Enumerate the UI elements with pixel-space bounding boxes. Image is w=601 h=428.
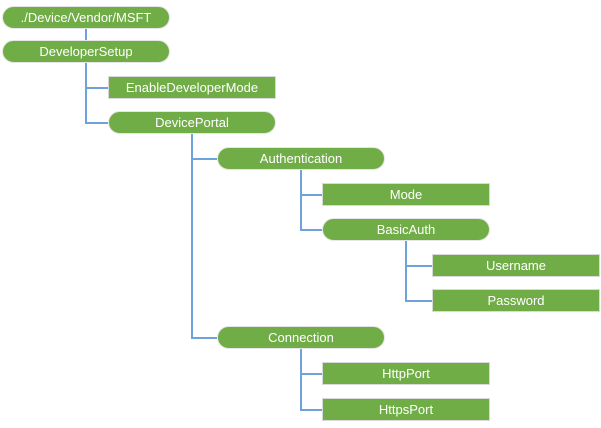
connector-line: [85, 63, 87, 124]
tree-node-root: ./Device/Vendor/MSFT: [2, 6, 170, 29]
tree-node-authentication: Authentication: [217, 147, 385, 170]
connector-line: [405, 299, 432, 302]
connector-line: [300, 408, 322, 411]
tree-node-developer-setup: DeveloperSetup: [2, 40, 170, 63]
tree-node-device-portal: DevicePortal: [108, 111, 276, 134]
connector-line: [85, 86, 108, 89]
connector-line: [191, 134, 193, 339]
tree-node-http-port: HttpPort: [322, 362, 490, 385]
connector-line: [405, 264, 432, 267]
connector-line: [300, 193, 322, 196]
connector-line: [300, 170, 302, 231]
tree-node-mode: Mode: [322, 183, 490, 206]
connector-line: [405, 241, 407, 302]
tree-node-connection: Connection: [217, 326, 385, 349]
connector-line: [191, 157, 217, 160]
connector-line: [300, 349, 302, 411]
tree-node-basic-auth: BasicAuth: [322, 218, 490, 241]
connector-line: [85, 121, 108, 124]
connector-line: [300, 372, 322, 375]
tree-node-https-port: HttpsPort: [322, 398, 490, 421]
tree-node-enable-developer-mode: EnableDeveloperMode: [108, 76, 276, 99]
connector-line: [85, 29, 87, 40]
connector-line: [191, 336, 217, 339]
tree-node-password: Password: [432, 289, 600, 312]
connector-line: [300, 228, 322, 231]
tree-node-username: Username: [432, 254, 600, 277]
